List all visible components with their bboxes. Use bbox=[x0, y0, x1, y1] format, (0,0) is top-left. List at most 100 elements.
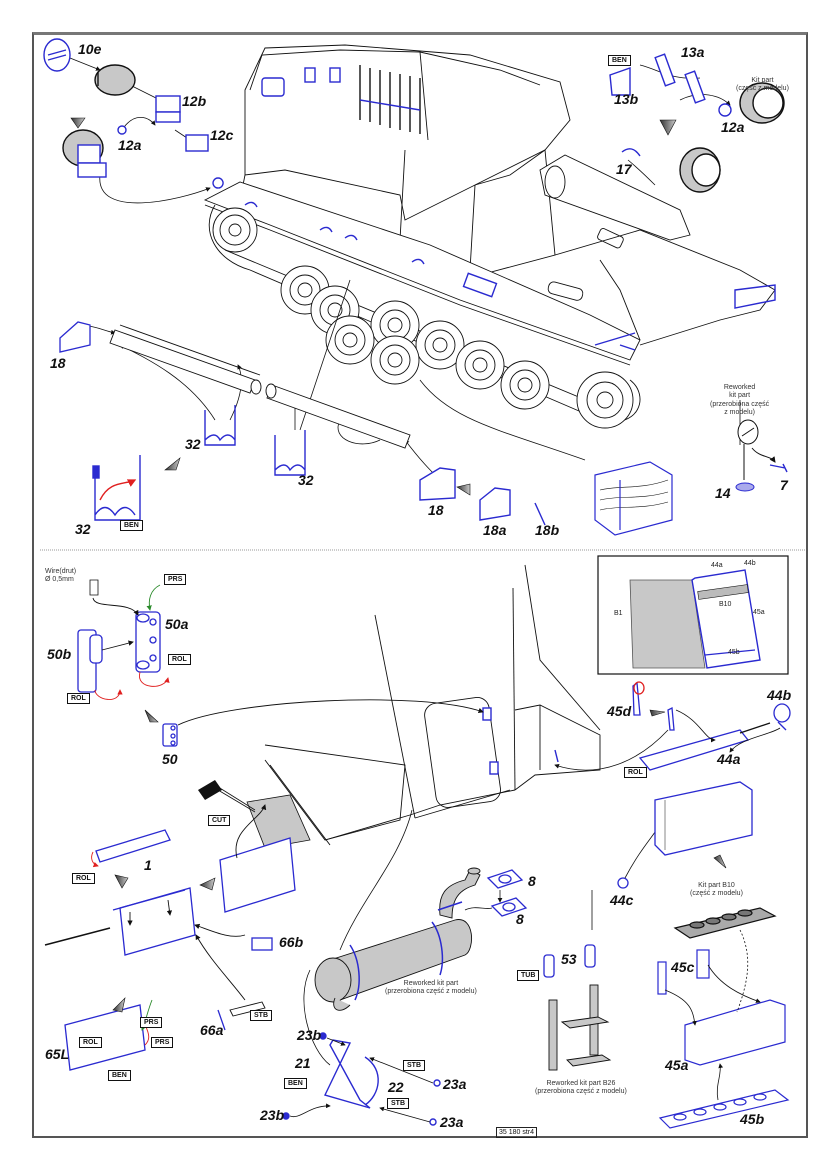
stub-tag: STB bbox=[387, 1098, 409, 1109]
wire-note: Wire(drut) Ø 0,5mm bbox=[45, 568, 77, 584]
roll-tag: ROL bbox=[67, 693, 90, 704]
inset-detail bbox=[597, 555, 789, 675]
inset-label-44a: 44a bbox=[711, 562, 723, 569]
direction-arrow bbox=[70, 117, 86, 129]
part-label-1: 1 bbox=[144, 857, 152, 873]
inset-label-b1: B1 bbox=[614, 610, 623, 617]
part-label-23a: 23a bbox=[443, 1076, 467, 1092]
part-label-53: 53 bbox=[561, 951, 577, 967]
bend-tag: BEN bbox=[120, 520, 143, 531]
road-wheel bbox=[432, 337, 448, 353]
part-label-45c: 45c bbox=[671, 959, 695, 975]
part-44c bbox=[617, 877, 629, 889]
part-label-14: 14 bbox=[715, 485, 731, 501]
bend-tag: BEN bbox=[108, 1070, 131, 1081]
part-label-66b: 66b bbox=[279, 934, 304, 950]
part-label-45a: 45a bbox=[665, 1057, 689, 1073]
direction-arrow bbox=[713, 854, 727, 869]
part-66-group bbox=[217, 937, 273, 1031]
part-label-18a: 18a bbox=[483, 522, 507, 538]
part-label-7: 7 bbox=[780, 477, 788, 493]
exhaust-muffler bbox=[314, 867, 481, 1011]
part-label-44b: 44b bbox=[767, 687, 792, 703]
roll-tag: ROL bbox=[624, 767, 647, 778]
hull-rear-drawing bbox=[264, 564, 601, 846]
part-label-21: 21 bbox=[295, 1055, 311, 1071]
direction-arrow bbox=[114, 874, 129, 889]
part-label-12a: 12a bbox=[118, 137, 142, 153]
part-label-23b: 23b bbox=[297, 1027, 322, 1043]
press-tag: PRS bbox=[151, 1037, 174, 1048]
ladder-b26 bbox=[548, 984, 612, 1071]
reworked-b26-note: Reworked kit part B26 (przerobiona część… bbox=[535, 1080, 627, 1096]
part-label-10e: 10e bbox=[78, 41, 102, 57]
part-53-tubes bbox=[543, 944, 596, 978]
part-label-18b: 18b bbox=[535, 522, 560, 538]
part-label-12c: 12c bbox=[210, 127, 234, 143]
part-label-32: 32 bbox=[185, 436, 201, 452]
page-reference: 35 180 str4 bbox=[496, 1127, 538, 1138]
vehicle-etched-details bbox=[212, 65, 776, 351]
direction-arrow bbox=[456, 483, 471, 496]
part-label-8: 8 bbox=[528, 873, 536, 889]
road-wheel bbox=[517, 377, 533, 393]
wooden-block-part bbox=[594, 461, 673, 536]
part-label-12a: 12a bbox=[721, 119, 745, 135]
road-wheel bbox=[387, 352, 403, 368]
bend-tag: BEN bbox=[608, 55, 631, 66]
part-label-12b: 12b bbox=[182, 93, 207, 109]
part-label-32: 32 bbox=[75, 521, 91, 537]
tube-tag: TUB bbox=[517, 970, 540, 981]
cut-area bbox=[246, 794, 311, 849]
press-tag: PRS bbox=[140, 1017, 163, 1028]
road-wheels bbox=[280, 265, 550, 410]
page-frame bbox=[32, 32, 808, 1138]
cutting-blade bbox=[198, 780, 256, 813]
part-10e-12-group bbox=[43, 38, 209, 178]
part-label-45d: 45d bbox=[607, 703, 632, 719]
road-wheel bbox=[297, 282, 313, 298]
part-1-65-group bbox=[64, 829, 296, 1071]
reworked-exhaust-note: Reworked kit part (przerobiona część z m… bbox=[385, 980, 477, 996]
inset-label-b10: B10 bbox=[719, 601, 732, 608]
part-13-17-group bbox=[609, 53, 785, 193]
part-label-32: 32 bbox=[298, 472, 314, 488]
part-label-17: 17 bbox=[616, 161, 632, 177]
part-label-13a: 13a bbox=[681, 44, 705, 60]
inset-label-45b: 45b bbox=[728, 649, 740, 656]
kit-part-note: Kit part (część z modelu) bbox=[736, 77, 789, 93]
part-50-group bbox=[77, 579, 178, 747]
bend-tag: BEN bbox=[284, 1078, 307, 1089]
part-label-66a: 66a bbox=[200, 1022, 224, 1038]
direction-arrow bbox=[112, 997, 126, 1013]
part-14-7-group bbox=[735, 419, 788, 492]
direction-arrow bbox=[144, 709, 159, 723]
part-label-13b: 13b bbox=[614, 91, 639, 107]
part-45-leaders bbox=[664, 929, 761, 1101]
part-label-22: 22 bbox=[388, 1079, 404, 1095]
part-label-18: 18 bbox=[428, 502, 444, 518]
part-label-18: 18 bbox=[50, 355, 66, 371]
part-32-tubes bbox=[59, 321, 411, 449]
part-8-gaskets bbox=[486, 869, 528, 917]
stub-tag: STB bbox=[250, 1010, 272, 1021]
direction-arrow bbox=[649, 709, 666, 717]
part-45a-assembled bbox=[654, 781, 753, 856]
reworked-kit-part-note: Reworked kit part (przerobiona część z m… bbox=[710, 384, 770, 417]
road-wheel bbox=[387, 317, 403, 333]
inset-label-44b: 44b bbox=[744, 560, 756, 567]
part-44-leaders bbox=[554, 709, 781, 771]
exhaust-clamps bbox=[349, 901, 463, 1001]
stub-tag: STB bbox=[403, 1060, 425, 1071]
direction-arrow bbox=[164, 457, 181, 471]
part-label-44a: 44a bbox=[717, 751, 741, 767]
roll-tag: ROL bbox=[168, 654, 191, 665]
part-label-65L: 65L bbox=[45, 1046, 70, 1062]
direction-arrow bbox=[199, 877, 216, 891]
roll-tag: ROL bbox=[79, 1037, 102, 1048]
part-45-group bbox=[657, 907, 790, 1129]
roll-tag: ROL bbox=[72, 873, 95, 884]
part-label-23b: 23b bbox=[260, 1107, 285, 1123]
part-18-group bbox=[419, 467, 546, 526]
